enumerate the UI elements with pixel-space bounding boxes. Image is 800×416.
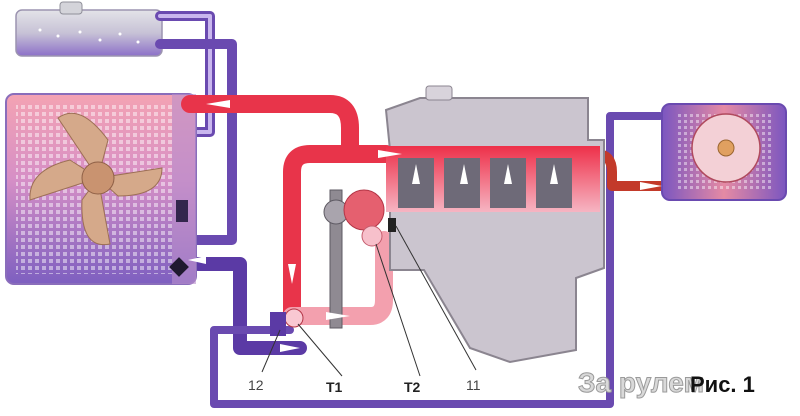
watermark: За рулем bbox=[578, 367, 704, 398]
leader-lines bbox=[261, 225, 477, 377]
water-pump bbox=[323, 189, 385, 329]
heater-core bbox=[661, 103, 787, 201]
label-t1: T1 bbox=[326, 379, 343, 395]
label-12: 12 bbox=[248, 377, 264, 393]
hot-coolant-pipes bbox=[181, 95, 667, 325]
label-t2: T2 bbox=[404, 379, 421, 395]
flow-arrows bbox=[188, 100, 662, 352]
label-11: 11 bbox=[466, 377, 481, 393]
fan bbox=[29, 112, 163, 246]
cold-coolant-pipes bbox=[155, 11, 664, 408]
expansion-tank bbox=[15, 1, 163, 57]
figure-label: Рис. 1 bbox=[690, 372, 755, 397]
thermostat bbox=[270, 308, 304, 336]
engine-block bbox=[384, 85, 605, 364]
